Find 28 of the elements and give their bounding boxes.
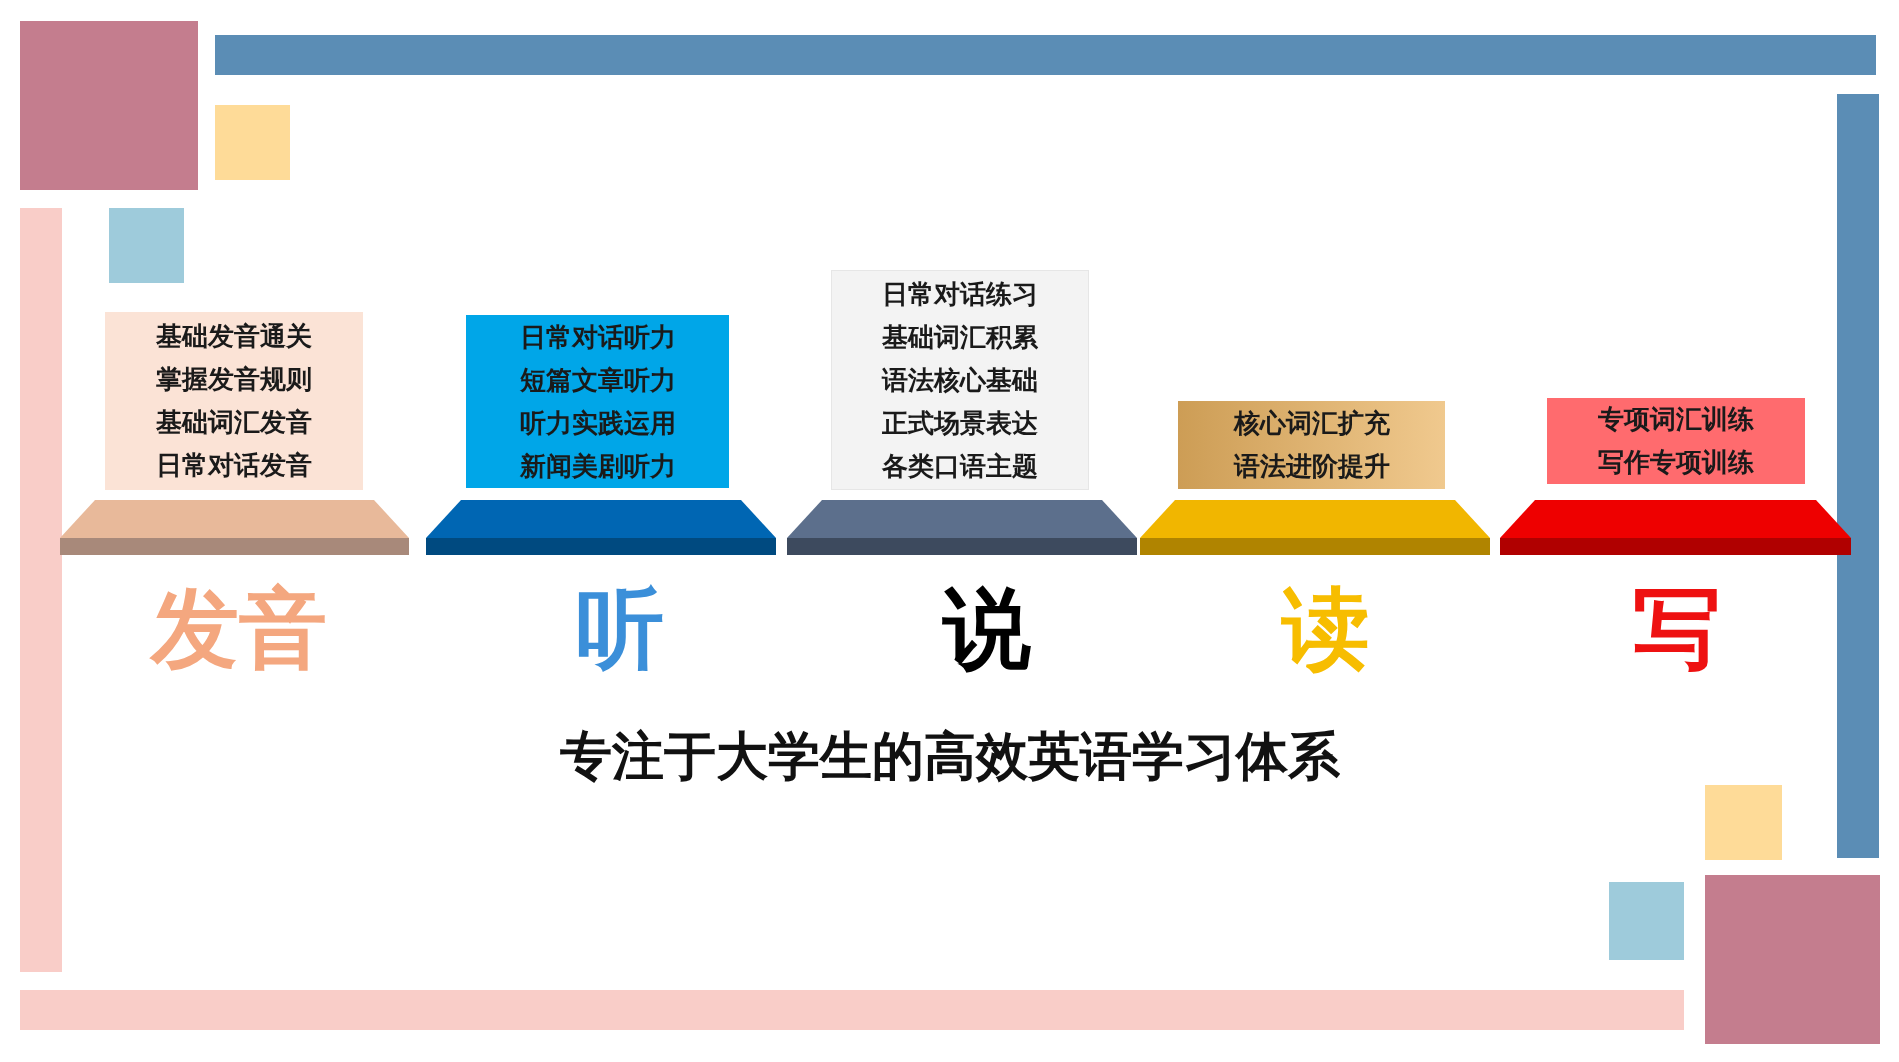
topic-item: 基础发音通关	[156, 320, 312, 353]
skill-heading: 发音	[151, 576, 327, 682]
topic-list-box	[831, 270, 1089, 490]
topic-list-box	[466, 315, 729, 488]
topic-list-box	[1178, 401, 1445, 489]
skill-heading: 说	[943, 576, 1031, 682]
topic-item: 日常对话练习	[882, 277, 1038, 311]
topic-item: 短篇文章听力	[519, 363, 676, 397]
skill-heading: 听	[576, 576, 664, 682]
skill-heading: 写	[1633, 576, 1721, 682]
topic-item: 基础词汇发音	[156, 406, 312, 439]
topic-item: 听力实践运用	[519, 406, 676, 440]
topic-item: 掌握发音规则	[156, 363, 312, 396]
topic-item: 核心词汇扩充	[1233, 407, 1390, 440]
topic-list-box	[105, 312, 363, 490]
topic-item: 语法核心基础	[882, 363, 1038, 397]
topic-item: 各类口语主题	[882, 449, 1038, 483]
topic-list-box	[1547, 398, 1805, 484]
title: 专注于大学生的高效英语学习体系	[559, 725, 1340, 788]
topic-item: 语法进阶提升	[1233, 450, 1390, 483]
topic-item: 新闻美剧听力	[519, 449, 676, 483]
skill-heading: 读	[1282, 576, 1370, 682]
topic-item: 专项词汇训练	[1598, 403, 1754, 436]
topic-item: 日常对话听力	[519, 320, 676, 354]
topic-item: 日常对话发音	[156, 449, 312, 482]
topic-item: 基础词汇积累	[882, 320, 1038, 354]
topic-item: 正式场景表达	[882, 406, 1038, 440]
topic-item: 写作专项训练	[1598, 446, 1754, 479]
